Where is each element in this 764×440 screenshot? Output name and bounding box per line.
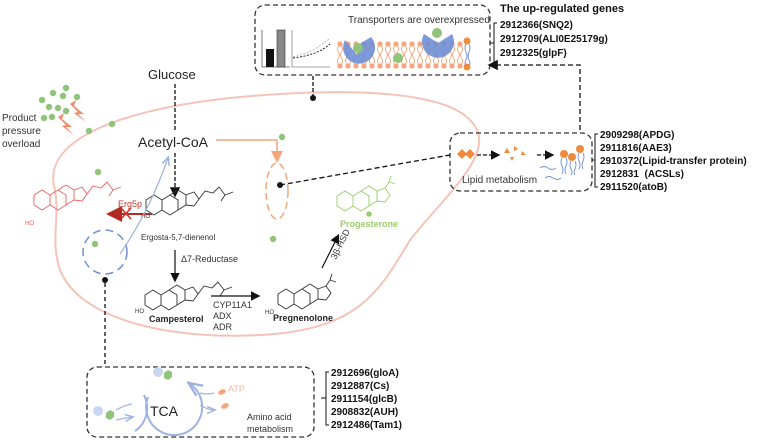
amino-acid-label-2: metabolism (247, 424, 293, 434)
campesterol-structure (144, 281, 233, 311)
lipid-unit (400, 40, 408, 70)
gene-glpf: 2912325(glpF) (500, 48, 567, 59)
ergosterol-structure (33, 181, 122, 211)
pressure-label-1: Product (2, 113, 37, 124)
lipid-diamond-icon (457, 149, 475, 159)
gene-auh: 2908832(AUH) (331, 407, 398, 418)
lipid-unit (408, 40, 416, 70)
transporter-label: Transporters are overexpressed (348, 15, 490, 26)
gene-gloa: 2912696(gloA) (331, 368, 399, 379)
adr-label: ADR (213, 322, 233, 332)
adx-label: ADX (213, 311, 232, 321)
lipid-unit (336, 40, 344, 70)
orange-vesicle (265, 162, 289, 220)
blue-vesicle (82, 229, 128, 275)
transporter-2-icon (421, 34, 454, 58)
product-particles (38, 84, 286, 248)
ho-label: HO (141, 214, 150, 220)
tca-label: TCA (150, 403, 179, 419)
lipid-unit (416, 40, 424, 70)
atp-label: ATP (228, 384, 245, 394)
progesterone-structure (336, 175, 396, 212)
gene-snq2: 2912366(SNQ2) (500, 20, 573, 31)
ergosta-structure (145, 186, 234, 216)
gene-apdg: 2909298(APDG) (600, 130, 674, 141)
ho-label-3: HO (265, 310, 274, 316)
gene-lipid-transfer-protein: 2910372(Lipid-transfer protein) (600, 156, 747, 167)
amino-acid-label-1: Amino acid (247, 412, 292, 422)
gene-aae3: 2911816(AAE3) (600, 143, 672, 154)
gene-cs: 2912887(Cs) (331, 381, 389, 392)
lightning-icon (58, 100, 86, 135)
ho-label-red: HO (25, 221, 34, 227)
mini-bar-chart-icon (261, 29, 331, 68)
ergosta-label: Ergosta-5,7-dienenol (141, 233, 215, 242)
ho-label-2: HO (135, 309, 144, 315)
cell-membrane (52, 91, 481, 337)
lipid-unit (384, 40, 392, 70)
reductase-label: Δ7-Reductase (181, 254, 238, 264)
gene-acsls: 2912831 (ACSLs) (600, 169, 684, 180)
transporter-box (254, 4, 491, 76)
lipid-metabolism-box (449, 132, 593, 192)
cyp11a1-label: CYP11A1 (213, 300, 252, 310)
campesterol-label: Campesterol (149, 314, 204, 324)
gene-tam1: 2912486(Tam1) (331, 420, 402, 431)
progesterone-label: Progesterone (340, 219, 398, 229)
lipid-metabolism-label: Lipid metabolism (462, 175, 537, 186)
lipid-unit (376, 40, 384, 70)
pressure-label-3: overload (2, 139, 40, 150)
lipid-unit (456, 40, 464, 70)
pressure-label-2: pressure (2, 126, 41, 137)
gene-ali0e25179g: 2912709(ALI0E25179g) (500, 34, 608, 45)
hsd-label: 3β-HSD (329, 227, 352, 261)
upregulated-title: The up-regulated genes (500, 3, 624, 15)
acetyl-coa-label: Acetyl-CoA (138, 134, 209, 150)
gene-glcb: 2911154(glcB) (331, 394, 397, 405)
pregnenolone-structure (277, 273, 337, 310)
erg5p-label: Erg5p (118, 199, 142, 209)
gene-atob: 2911520(atoB) (600, 182, 667, 193)
glucose-label: Glucose (148, 67, 196, 82)
pregnenolone-label: Pregnenolone (273, 313, 333, 323)
